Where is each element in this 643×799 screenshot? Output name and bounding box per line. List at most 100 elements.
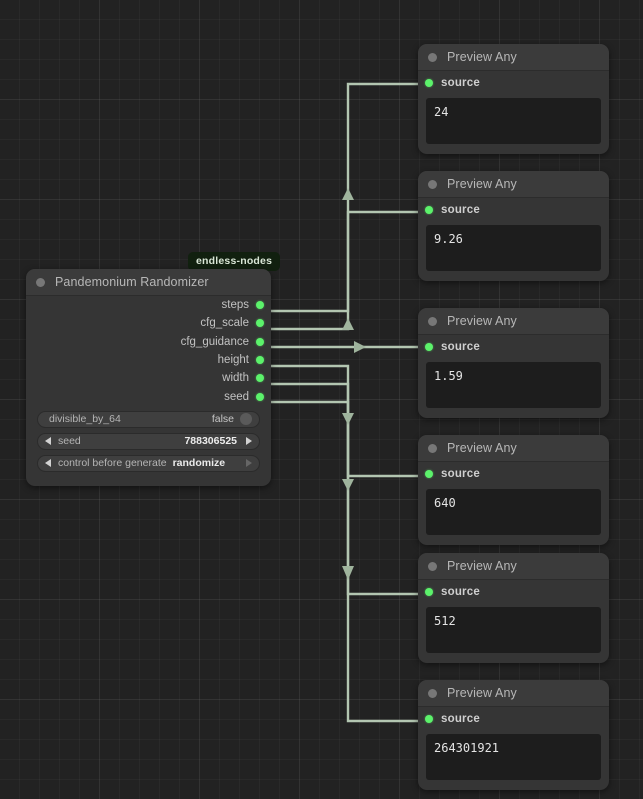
output-dot-icon[interactable]	[256, 301, 264, 310]
node-title: Preview Any	[447, 177, 517, 191]
input-slot-source[interactable]: source	[418, 707, 609, 731]
output-slot-steps[interactable]: steps	[26, 296, 271, 314]
input-slot-label: source	[441, 341, 480, 353]
node-header[interactable]: Preview Any	[418, 308, 609, 335]
preview-value-box: 9.26	[426, 225, 601, 271]
node-pandemonium-randomizer[interactable]: Pandemonium Randomizer steps cfg_scale c…	[26, 269, 271, 486]
output-slot-label: cfg_guidance	[180, 335, 249, 348]
widget-divisible-by-64[interactable]: divisible_by_64 false	[37, 410, 260, 428]
node-body: steps cfg_scale cfg_guidance height widt…	[26, 296, 271, 472]
input-slot-label: source	[441, 586, 480, 598]
input-dot-icon[interactable]	[425, 588, 433, 596]
preview-value-box: 512	[426, 607, 601, 653]
previous-option-arrow-icon[interactable]	[45, 459, 51, 468]
widget-label: seed	[58, 435, 81, 448]
link-width	[266, 382, 428, 596]
node-preview-any-1[interactable]: Preview Any source 24	[418, 44, 609, 154]
next-option-arrow-icon[interactable]	[246, 459, 252, 468]
output-dot-icon[interactable]	[256, 337, 264, 346]
arrow-down-1	[342, 413, 354, 425]
node-title: Preview Any	[447, 559, 517, 573]
node-body: source 264301921	[418, 707, 609, 780]
widget-control-before-generate[interactable]: control before generate randomize	[37, 454, 260, 472]
node-body: source 1.59	[418, 335, 609, 408]
increment-arrow-icon[interactable]	[246, 437, 252, 446]
output-slot-label: width	[222, 372, 249, 385]
input-slot-source[interactable]: source	[418, 198, 609, 222]
node-body: source 512	[418, 580, 609, 653]
node-body: source 640	[418, 462, 609, 535]
node-preview-any-6[interactable]: Preview Any source 264301921	[418, 680, 609, 790]
node-title: Preview Any	[447, 686, 517, 700]
input-slot-source[interactable]: source	[418, 580, 609, 604]
output-dot-icon[interactable]	[256, 356, 264, 365]
arrow-down-3	[342, 566, 354, 580]
node-body: source 9.26	[418, 198, 609, 271]
preview-value-box: 24	[426, 98, 601, 144]
link-seed	[266, 400, 428, 723]
collapse-dot-icon[interactable]	[428, 52, 437, 62]
arrow-up-2	[342, 318, 354, 330]
output-slot-cfg-scale[interactable]: cfg_scale	[26, 314, 271, 332]
node-header[interactable]: Preview Any	[418, 435, 609, 462]
input-dot-icon[interactable]	[425, 715, 433, 723]
input-slot-source[interactable]: source	[418, 335, 609, 359]
output-dot-icon[interactable]	[256, 319, 264, 328]
node-title: Pandemonium Randomizer	[55, 275, 209, 289]
preview-value-box: 1.59	[426, 362, 601, 408]
input-dot-icon[interactable]	[425, 470, 433, 478]
node-header[interactable]: Preview Any	[418, 680, 609, 707]
arrow-up-1	[342, 188, 354, 200]
collapse-dot-icon[interactable]	[428, 688, 437, 698]
node-preview-any-3[interactable]: Preview Any source 1.59	[418, 308, 609, 418]
widget-label: divisible_by_64	[49, 413, 121, 426]
output-slot-label: cfg_scale	[200, 317, 249, 330]
output-slot-width[interactable]: width	[26, 369, 271, 387]
output-dot-icon[interactable]	[256, 392, 264, 401]
widget-value[interactable]: randomize	[172, 457, 226, 470]
arrow-down-2	[342, 479, 354, 491]
node-header[interactable]: Pandemonium Randomizer	[26, 269, 271, 296]
node-preview-any-4[interactable]: Preview Any source 640	[418, 435, 609, 545]
link-steps	[266, 82, 428, 313]
node-title: Preview Any	[447, 50, 517, 64]
node-header[interactable]: Preview Any	[418, 44, 609, 71]
widget-seed[interactable]: seed 788306525	[37, 432, 260, 450]
input-dot-icon[interactable]	[425, 206, 433, 214]
output-slot-cfg-guidance[interactable]: cfg_guidance	[26, 333, 271, 351]
collapse-dot-icon[interactable]	[428, 316, 437, 326]
output-slot-label: height	[217, 354, 249, 367]
node-preview-any-2[interactable]: Preview Any source 9.26	[418, 171, 609, 281]
collapse-dot-icon[interactable]	[428, 179, 437, 189]
node-category-badge: endless-nodes	[188, 252, 281, 271]
collapse-dot-icon[interactable]	[36, 277, 45, 287]
output-slot-label: seed	[224, 390, 249, 403]
link-direction-arrows	[342, 188, 366, 580]
preview-value-box: 264301921	[426, 734, 601, 780]
collapse-dot-icon[interactable]	[428, 561, 437, 571]
widget-value[interactable]: 788306525	[184, 435, 237, 448]
node-header[interactable]: Preview Any	[418, 171, 609, 198]
node-preview-any-5[interactable]: Preview Any source 512	[418, 553, 609, 663]
input-dot-icon[interactable]	[425, 79, 433, 87]
decrement-arrow-icon[interactable]	[45, 437, 51, 446]
node-header[interactable]: Preview Any	[418, 553, 609, 580]
output-slot-seed[interactable]: seed	[26, 387, 271, 405]
widget-list: divisible_by_64 false seed 788306525 con…	[26, 406, 271, 472]
preview-value-box: 640	[426, 489, 601, 535]
link-height	[266, 364, 428, 478]
collapse-dot-icon[interactable]	[428, 443, 437, 453]
input-slot-source[interactable]: source	[418, 462, 609, 486]
input-slot-label: source	[441, 468, 480, 480]
node-body: source 24	[418, 71, 609, 144]
output-dot-icon[interactable]	[256, 374, 264, 383]
node-title: Preview Any	[447, 314, 517, 328]
toggle-switch[interactable]	[240, 413, 252, 426]
input-dot-icon[interactable]	[425, 343, 433, 351]
arrow-right-1	[354, 341, 366, 353]
input-slot-source[interactable]: source	[418, 71, 609, 95]
output-slot-height[interactable]: height	[26, 351, 271, 369]
widget-label: control before generate	[58, 457, 167, 470]
widget-value: false	[211, 413, 234, 426]
